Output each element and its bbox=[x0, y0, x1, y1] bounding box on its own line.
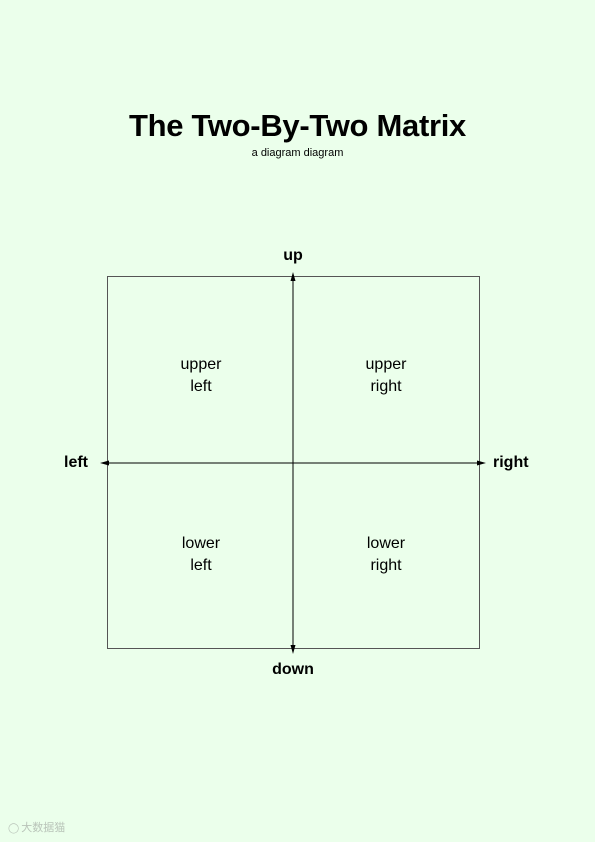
arrow-right-icon bbox=[477, 460, 486, 466]
axis-label-left: left bbox=[64, 454, 88, 471]
page-subtitle: a diagram diagram bbox=[251, 147, 344, 159]
quadrant-lower-left: lower left bbox=[131, 533, 271, 577]
quadrant-upper-left-line-2: left bbox=[190, 378, 212, 395]
page-title: The Two-By-Two Matrix bbox=[129, 108, 466, 143]
axis-label-down: down bbox=[272, 661, 314, 678]
quadrant-lower-right: lower right bbox=[316, 533, 456, 577]
arrow-up-icon bbox=[290, 272, 296, 281]
arrow-left-icon bbox=[100, 460, 109, 466]
watermark-text: 大数据猫 bbox=[21, 822, 66, 834]
quadrant-lower-right-line-1: lower bbox=[366, 535, 406, 552]
watermark: ◯大数据猫 bbox=[8, 821, 65, 836]
quadrant-upper-left-line-1: upper bbox=[180, 356, 222, 373]
quadrant-lower-right-line-2: right bbox=[370, 557, 402, 574]
axis-label-right: right bbox=[493, 454, 529, 471]
quadrant-upper-right-line-2: right bbox=[370, 378, 402, 395]
quadrant-lower-left-line-2: left bbox=[190, 557, 212, 574]
arrow-down-icon bbox=[290, 645, 296, 654]
axis-label-up: up bbox=[283, 247, 303, 264]
quadrant-upper-right: upper right bbox=[316, 354, 456, 398]
quadrant-upper-left: upper left bbox=[131, 354, 271, 398]
watermark-logo-icon: ◯ bbox=[8, 823, 20, 834]
quadrant-upper-right-line-1: upper bbox=[365, 356, 407, 373]
quadrant-lower-left-line-1: lower bbox=[181, 535, 221, 552]
